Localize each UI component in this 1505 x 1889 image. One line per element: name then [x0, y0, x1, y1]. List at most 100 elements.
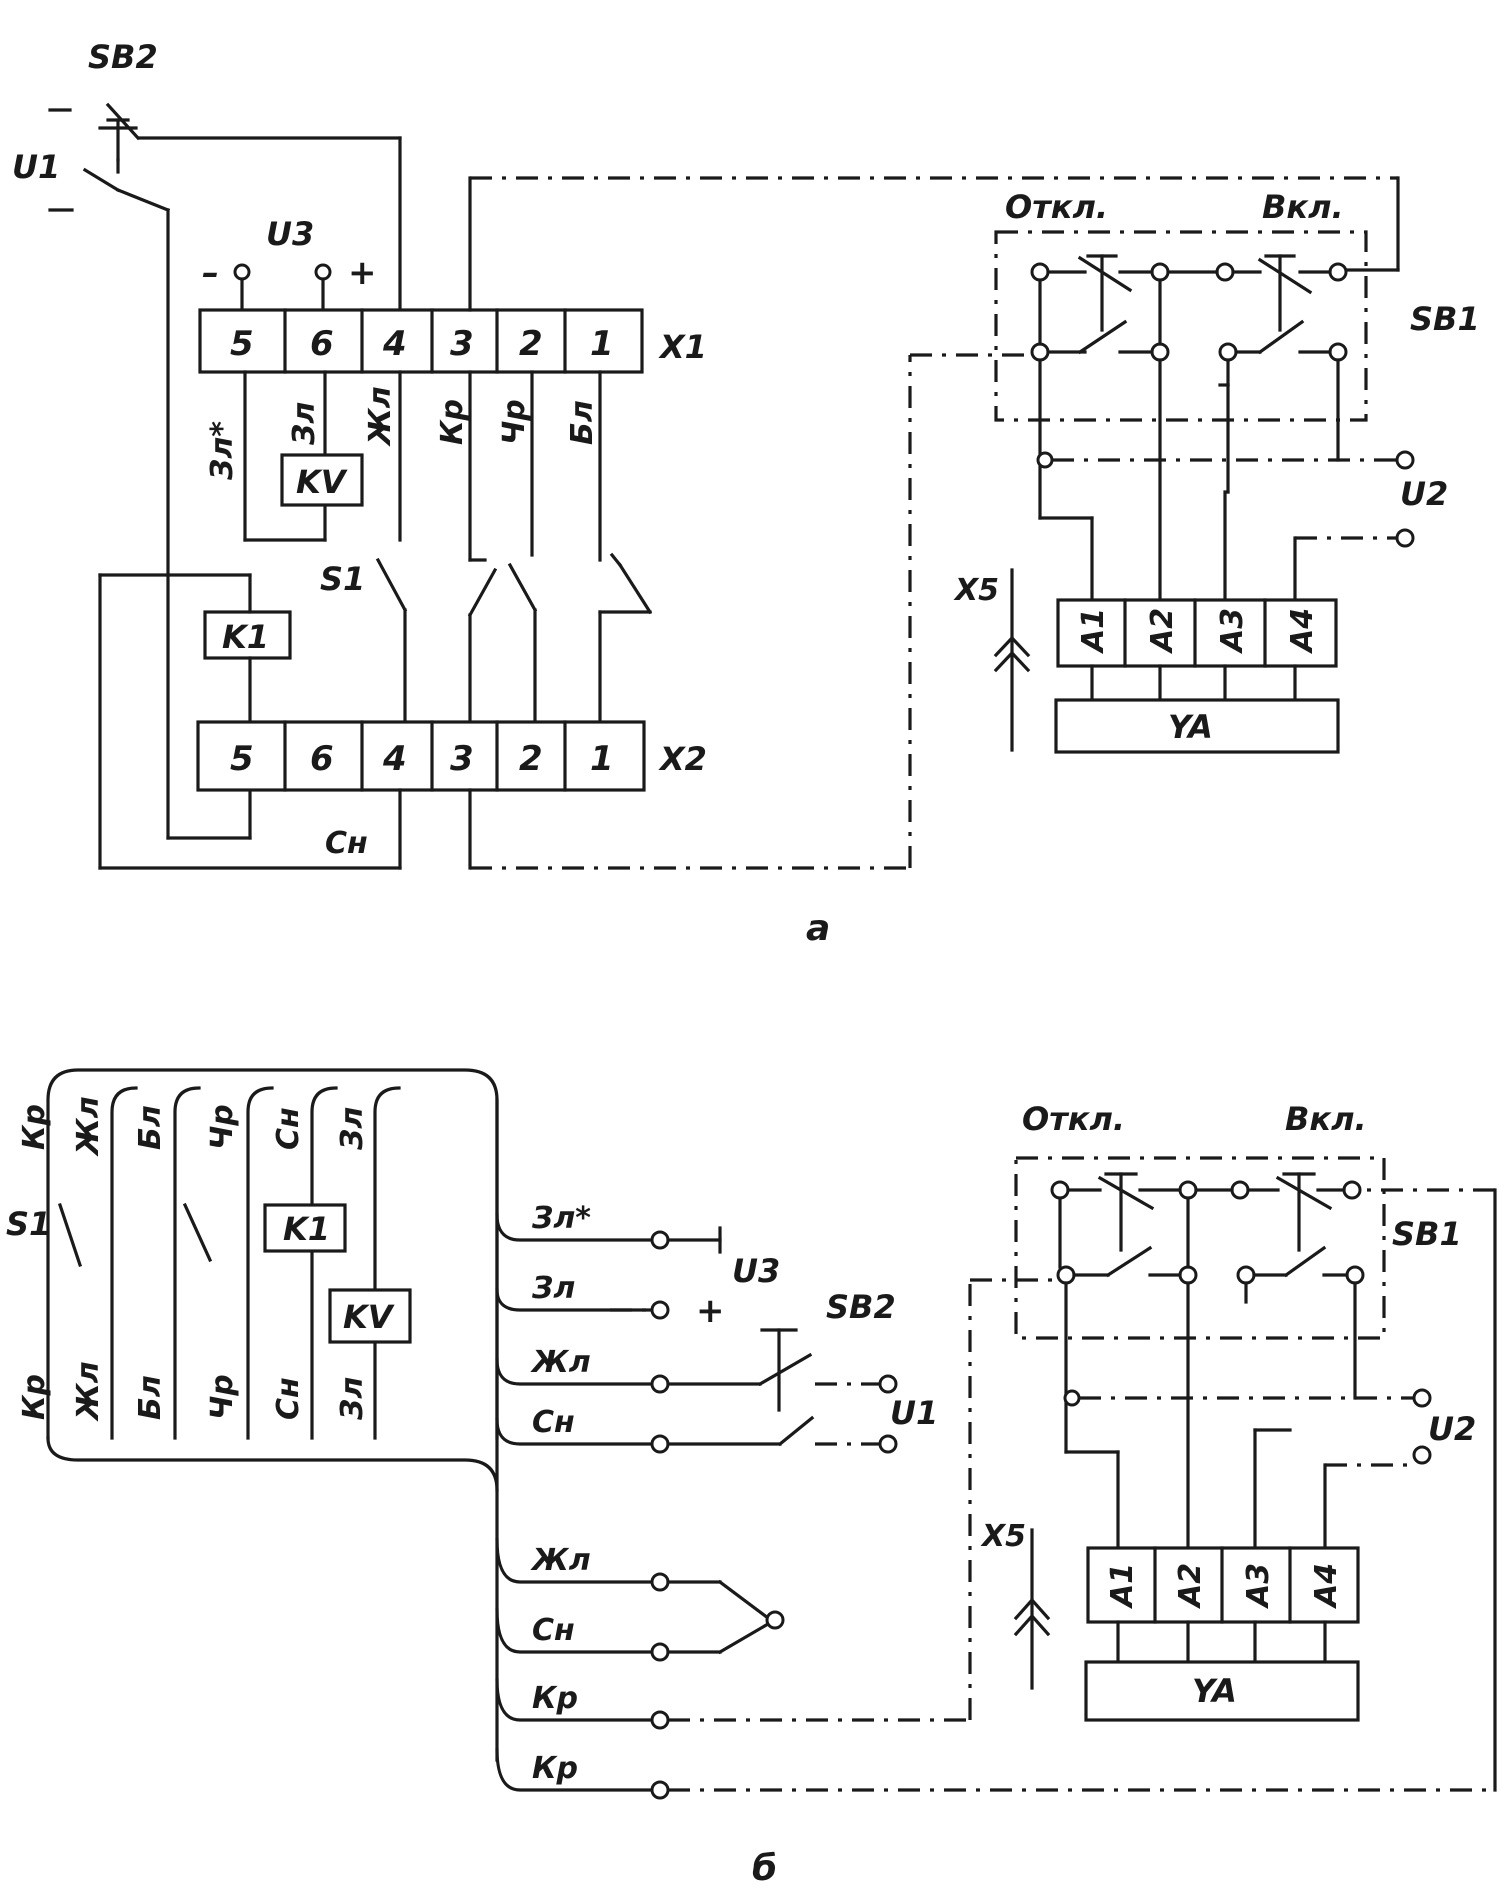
x2-terminal-4: 4: [382, 739, 407, 779]
wire-label-chr: Чр: [497, 399, 532, 445]
u3-minus: –: [202, 253, 219, 293]
u2-terminal-1: [1395, 450, 1415, 470]
b-a-terminal-block: A1 A2 A3 A4: [1086, 1546, 1360, 1624]
b-u3-label: U3: [732, 1252, 780, 1290]
ya-actuator: [1054, 698, 1340, 754]
kv-label: KV: [296, 463, 348, 501]
x1-terminal-4: 4: [382, 324, 407, 364]
u3-plus-terminal: [314, 263, 332, 281]
x2-terminal-6: 6: [310, 739, 334, 779]
x2-terminal-1: 1: [590, 739, 614, 779]
b-sb1-off-button: [1050, 1172, 1198, 1285]
b-top-label-kr: Кр: [17, 1104, 52, 1150]
x5-label: X5: [953, 573, 999, 608]
sb1-off-button: [1030, 254, 1170, 362]
sb1-off-label: Откл.: [1005, 188, 1108, 226]
b-sb1-on-label: Вкл.: [1285, 1100, 1367, 1138]
b-u1-label: U1: [890, 1394, 938, 1432]
diagram-a: SB2 U1 U3 – + 5 6 4 3 2: [12, 38, 1480, 949]
a2-terminal: A2: [1145, 608, 1180, 654]
b-x5-label: X5: [980, 1519, 1026, 1554]
b-right-label-kr: Кр: [532, 1681, 578, 1716]
a-terminal-block: A1 A2 A3 A4: [1056, 598, 1338, 668]
sb1-on-label: Вкл.: [1262, 188, 1344, 226]
b-bottom-label-chr: Чр: [205, 1374, 240, 1420]
b-right-label-zhl-2: Жл: [530, 1543, 591, 1578]
x5-connector: [993, 568, 1031, 752]
b-u2-terminal-1: [1412, 1388, 1432, 1408]
k1-label: K1: [222, 618, 269, 656]
u3-label: U3: [266, 215, 314, 253]
x2-terminal-5: 5: [230, 739, 254, 779]
b-sb1-label: SB1: [1392, 1215, 1462, 1253]
b-sb2-pushbutton: [757, 1328, 815, 1447]
x1-terminal-5: 5: [230, 324, 254, 364]
wire-label-bl: Бл: [565, 400, 600, 445]
u1-label: U1: [12, 148, 60, 186]
b-top-label-sn: Сн: [271, 1107, 306, 1150]
b-s1-contact-1: [57, 1202, 83, 1268]
b-top-label-bl: Бл: [133, 1105, 168, 1150]
b-bottom-label-bl: Бл: [133, 1375, 168, 1420]
b-s1-label: S1: [6, 1205, 51, 1243]
u2-label: U2: [1400, 475, 1448, 513]
s1-contact-4: [375, 557, 408, 613]
b-right-label-zl: Зл: [531, 1271, 575, 1306]
x1-terminal-block: 5 6 4 3 2 1: [198, 308, 644, 374]
b-kv-relay-coil: [328, 1288, 412, 1344]
kv-relay-coil: [280, 453, 364, 507]
b-bottom-label-sn: Сн: [271, 1377, 306, 1420]
b-ya-actuator: [1084, 1660, 1360, 1722]
wire-label-zl: Зл: [287, 402, 322, 446]
s1-label: S1: [320, 560, 365, 598]
b-right-label-zhl: Жл: [530, 1345, 591, 1380]
caption-b: б: [752, 1848, 777, 1889]
u3-plus: +: [348, 253, 377, 293]
diagram-b: Кр Жл Бл Чр Сн Зл S1 K1 KV Кр Жл Бл Чр С…: [6, 1068, 1497, 1889]
b-right-label-zl-star: Зл*: [531, 1201, 591, 1236]
b-sb1-enclosure: [1014, 1156, 1386, 1340]
b-right-label-kr-2: Кр: [532, 1751, 578, 1786]
b-sb1-off-label: Откл.: [1022, 1100, 1125, 1138]
a3-terminal: A3: [1215, 608, 1250, 654]
x2-terminal-3: 3: [450, 739, 474, 779]
x1-terminal-2: 2: [519, 324, 543, 364]
b-top-label-chr: Чр: [205, 1104, 240, 1150]
s1-contact-2: [507, 562, 538, 613]
b-x5-connector: [1013, 1528, 1051, 1690]
sb2-pushbutton: [98, 102, 141, 162]
b-top-label-zhl: Жл: [71, 1096, 106, 1157]
b-sb1-on-button: [1230, 1172, 1365, 1285]
x1-terminal-1: 1: [590, 324, 614, 364]
b-shorting-terminal: [765, 1610, 785, 1630]
x1-terminal-3: 3: [450, 324, 474, 364]
u3-minus-terminal: [233, 263, 251, 281]
b-right-label-sn: Сн: [532, 1405, 575, 1440]
b-right-label-sn-2: Сн: [532, 1613, 575, 1648]
b-a4-terminal: A4: [1309, 1563, 1344, 1609]
k1-relay-coil: [203, 610, 292, 660]
caption-a: а: [806, 908, 830, 949]
x1-label: X1: [658, 328, 707, 366]
b-a3-terminal: A3: [1241, 1563, 1276, 1609]
sb1-on-button: [1215, 254, 1348, 362]
u2-terminal-2: [1395, 528, 1415, 548]
b-sb2-label: SB2: [826, 1288, 896, 1326]
b-k1-label: K1: [283, 1210, 330, 1248]
b-bottom-label-kr: Кр: [17, 1374, 52, 1420]
wire-label-zl-star: Зл*: [205, 421, 240, 481]
b-a1-terminal: A1: [1105, 1563, 1140, 1609]
cable-bundle: [46, 1068, 499, 1440]
a4-terminal: A4: [1285, 608, 1320, 654]
b-bottom-label-zhl: Жл: [71, 1361, 106, 1422]
ya-label: YA: [1168, 708, 1213, 746]
sb2-label: SB2: [88, 38, 158, 76]
b-k1-relay-coil: [263, 1203, 347, 1253]
wire-label-zhl: Жл: [363, 386, 398, 447]
sb1-label: SB1: [1410, 300, 1480, 338]
b-u2-terminal-2: [1412, 1445, 1432, 1465]
x2-terminal-2: 2: [519, 739, 543, 779]
b-bottom-label-zl: Зл: [335, 1377, 370, 1421]
wire-label-sn: Сн: [325, 826, 368, 861]
b-a2-terminal: A2: [1173, 1563, 1208, 1609]
